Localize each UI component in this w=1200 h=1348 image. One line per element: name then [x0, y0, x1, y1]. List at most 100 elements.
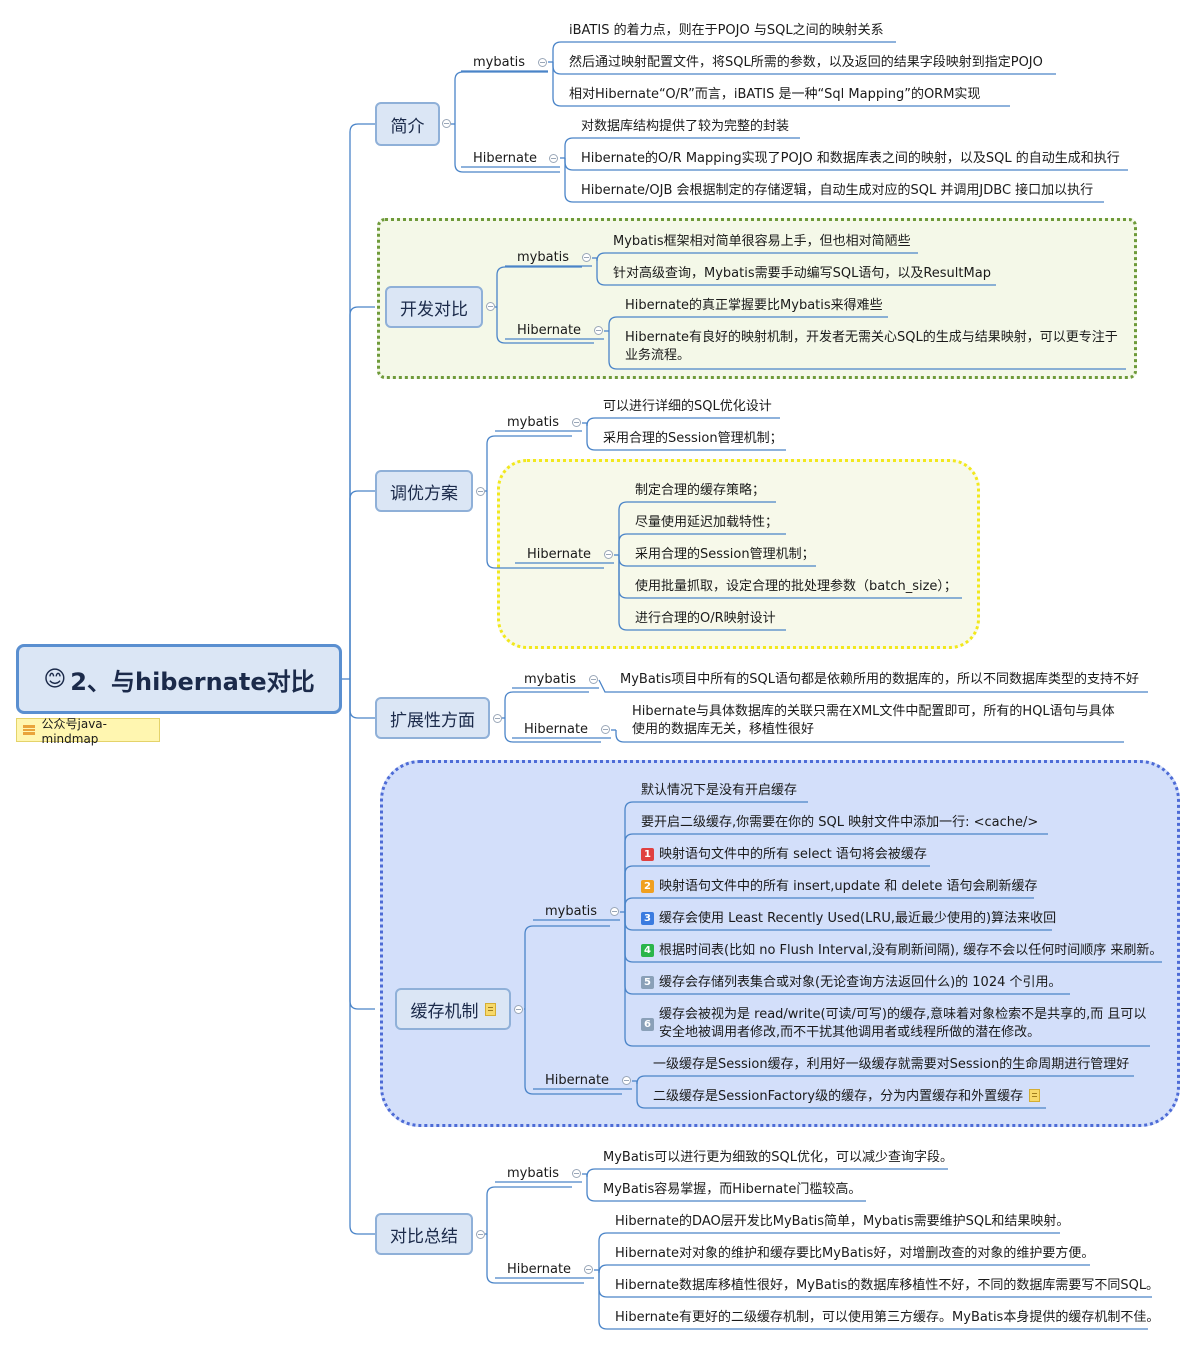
collapse-button[interactable]	[622, 1076, 631, 1085]
leaf-item[interactable]: Hibernate与具体数据库的关联只需在XML文件中配置即可，所有的HQL语句…	[632, 704, 1115, 737]
topic-extensibility[interactable]: 扩展性方面	[375, 697, 490, 739]
leaf-item[interactable]: Hibernate有更好的二级缓存机制，可以使用第三方缓存。MyBatis本身提…	[615, 1310, 1160, 1325]
subtopic-hibernate[interactable]: Hibernate	[527, 547, 592, 562]
leaf-item[interactable]: 制定合理的缓存策略；	[635, 483, 766, 498]
leaf-item[interactable]: Hibernate的真正掌握要比Mybatis来得难些	[625, 298, 883, 313]
branch-connector	[524, 925, 610, 1009]
branch-connector	[608, 316, 888, 331]
note-icon[interactable]	[1029, 1089, 1041, 1102]
subtopic-hibernate[interactable]: Hibernate	[507, 1262, 572, 1277]
leaf-item[interactable]: 可以进行详细的SQL优化设计	[603, 399, 772, 414]
leaf-item[interactable]: 采用合理的Session管理机制；	[635, 547, 815, 562]
collapse-button[interactable]	[604, 550, 613, 559]
collapse-button[interactable]	[476, 1230, 485, 1239]
subtopic-mybatis[interactable]: mybatis	[507, 415, 560, 430]
boundary-tuning-hibernate	[497, 459, 980, 649]
collapse-button[interactable]	[601, 725, 610, 734]
leaf-item[interactable]: Hibernate的DAO层开发比MyBatis简单，Mybatis需要维护SQ…	[615, 1214, 1070, 1229]
collapse-button[interactable]	[493, 714, 502, 723]
leaf-item[interactable]: MyBatis项目中所有的SQL语句都是依赖所用的数据库的，所以不同数据库类型的…	[620, 672, 1140, 687]
topic-tuning[interactable]: 调优方案	[375, 470, 473, 512]
topic-intro[interactable]: 简介	[375, 102, 440, 146]
branch-connector	[486, 1186, 572, 1234]
collapse-button[interactable]	[572, 418, 581, 427]
topic-dev-compare[interactable]: 开发对比	[385, 286, 483, 328]
collapse-button[interactable]	[538, 58, 547, 67]
branch-connector	[624, 865, 930, 912]
collapse-button[interactable]	[514, 1005, 523, 1014]
collapse-button[interactable]	[442, 119, 451, 128]
subtopic-mybatis[interactable]: mybatis	[507, 1166, 560, 1181]
leaf-item[interactable]: MyBatis可以进行更为细致的SQL优化，可以减少查询字段。	[603, 1150, 954, 1165]
branch-connector	[618, 555, 786, 631]
leaf-item[interactable]: Hibernate/OJB 会根据制定的存储逻辑，自动生成对应的SQL 并调用J…	[581, 183, 1094, 198]
leaf-item[interactable]: MyBatis容易掌握，而Hibernate门槛较高。	[603, 1182, 862, 1197]
leaf-item[interactable]: Hibernate数据库移植性很好，MyBatis的数据库移植性不好，不同的数据…	[615, 1278, 1160, 1293]
boundary-cache	[380, 760, 1180, 1127]
collapse-button[interactable]	[476, 487, 485, 496]
priority-6-icon: 6	[641, 1017, 654, 1031]
leaf-item[interactable]: Mybatis框架相对简单很容易上手，但也相对简陋些	[613, 234, 911, 249]
subtopic-mybatis[interactable]: mybatis	[545, 904, 598, 919]
leaf-item[interactable]: 默认情况下是没有开启缓存	[641, 783, 798, 798]
leaf-item[interactable]: Hibernate有良好的映射机制，开发者无需关心SQL的生成与结果映射，可以更…	[625, 330, 1118, 363]
branch-connector	[586, 417, 780, 427]
leaf-item[interactable]: 要开启二级缓存,你需要在你的 SQL 映射文件中添加一行: <cache/>	[641, 815, 1039, 830]
subtopic-hibernate[interactable]: Hibernate	[473, 151, 538, 166]
collapse-button[interactable]	[582, 253, 591, 262]
collapse-button[interactable]	[594, 326, 603, 335]
subtopic-hibernate[interactable]: Hibernate	[517, 323, 582, 338]
smiley-icon: 😊	[43, 666, 67, 692]
leaf-item[interactable]: 相对Hibernate“O/R”而言，iBATIS 是一种“Sql Mappin…	[569, 87, 981, 102]
leaf-item[interactable]: Hibernate的O/R Mapping实现了POJO 和数据库表之间的映射，…	[581, 151, 1120, 166]
list-icon	[23, 725, 35, 735]
leaf-item[interactable]: 对数据库结构提供了较为完整的封装	[581, 119, 790, 134]
leaf-item[interactable]: 二级缓存是SessionFactory级的缓存，分为内置缓存和外置缓存	[653, 1088, 1041, 1106]
topic-summary[interactable]: 对比总结	[375, 1213, 473, 1255]
subtopic-mybatis[interactable]: mybatis	[524, 672, 577, 687]
subtopic-hibernate[interactable]: Hibernate	[524, 722, 589, 737]
collapse-button[interactable]	[486, 302, 495, 311]
branch-connector	[598, 1264, 1090, 1274]
leaf-item[interactable]: iBATIS 的着力点，则在于POJO 与SQL之间的映射关系	[569, 23, 884, 38]
leaf-item[interactable]: 针对高级查询，Mybatis需要手动编写SQL语句，以及ResultMap	[613, 266, 991, 281]
branch-connector	[636, 1075, 1134, 1085]
leaf-item[interactable]: 使用批量抓取，设定合理的批处理参数（batch_size）；	[635, 579, 957, 594]
root-topic[interactable]: 😊 2、与hibernate对比	[16, 644, 342, 714]
leaf-item[interactable]: 进行合理的O/R映射设计	[635, 611, 776, 626]
leaf-item[interactable]: 采用合理的Session管理机制；	[603, 431, 783, 446]
subtopic-mybatis[interactable]: mybatis	[473, 55, 526, 70]
leaf-item[interactable]: 一级缓存是Session缓存，利用好一级缓存就需要对Session的生命周期进行…	[653, 1057, 1130, 1072]
leaf-item[interactable]: Hibernate对对象的维护和缓存要比MyBatis好，对增删改查的对象的维护…	[615, 1246, 1095, 1261]
subtopic-mybatis[interactable]: mybatis	[517, 250, 570, 265]
branch-connector	[608, 331, 1126, 370]
subtopic-hibernate[interactable]: Hibernate	[545, 1073, 610, 1088]
root-label-tag[interactable]: 公众号java-mindmap	[16, 717, 160, 746]
topic-label: 调优方案	[390, 483, 458, 504]
branch-connector	[615, 730, 1124, 743]
branch-connector	[486, 1234, 584, 1284]
branch-connector	[624, 912, 1150, 1047]
leaf-item[interactable]: 然后通过映射配置文件，将SQL所需的参数，以及返回的结果字段映射到指定POJO	[569, 55, 1043, 70]
collapse-button[interactable]	[589, 675, 598, 684]
collapse-button[interactable]	[610, 907, 619, 916]
collapse-button[interactable]	[584, 1265, 593, 1274]
leaf-item[interactable]: 尽量使用延迟加载特性；	[635, 515, 779, 530]
collapse-button[interactable]	[549, 154, 558, 163]
branch-connector	[454, 71, 548, 124]
leaf-text: 映射语句文件中的所有 insert,update 和 delete 语句会刷新缓…	[659, 879, 1038, 894]
branch-connector	[586, 1168, 948, 1178]
branch-connector	[496, 307, 594, 344]
collapse-button[interactable]	[572, 1169, 581, 1178]
branch-connector	[486, 435, 572, 491]
topic-cache[interactable]: 缓存机制	[395, 988, 511, 1030]
branch-connector	[596, 258, 996, 286]
topic-connector	[349, 679, 375, 719]
note-icon[interactable]	[484, 1002, 496, 1016]
